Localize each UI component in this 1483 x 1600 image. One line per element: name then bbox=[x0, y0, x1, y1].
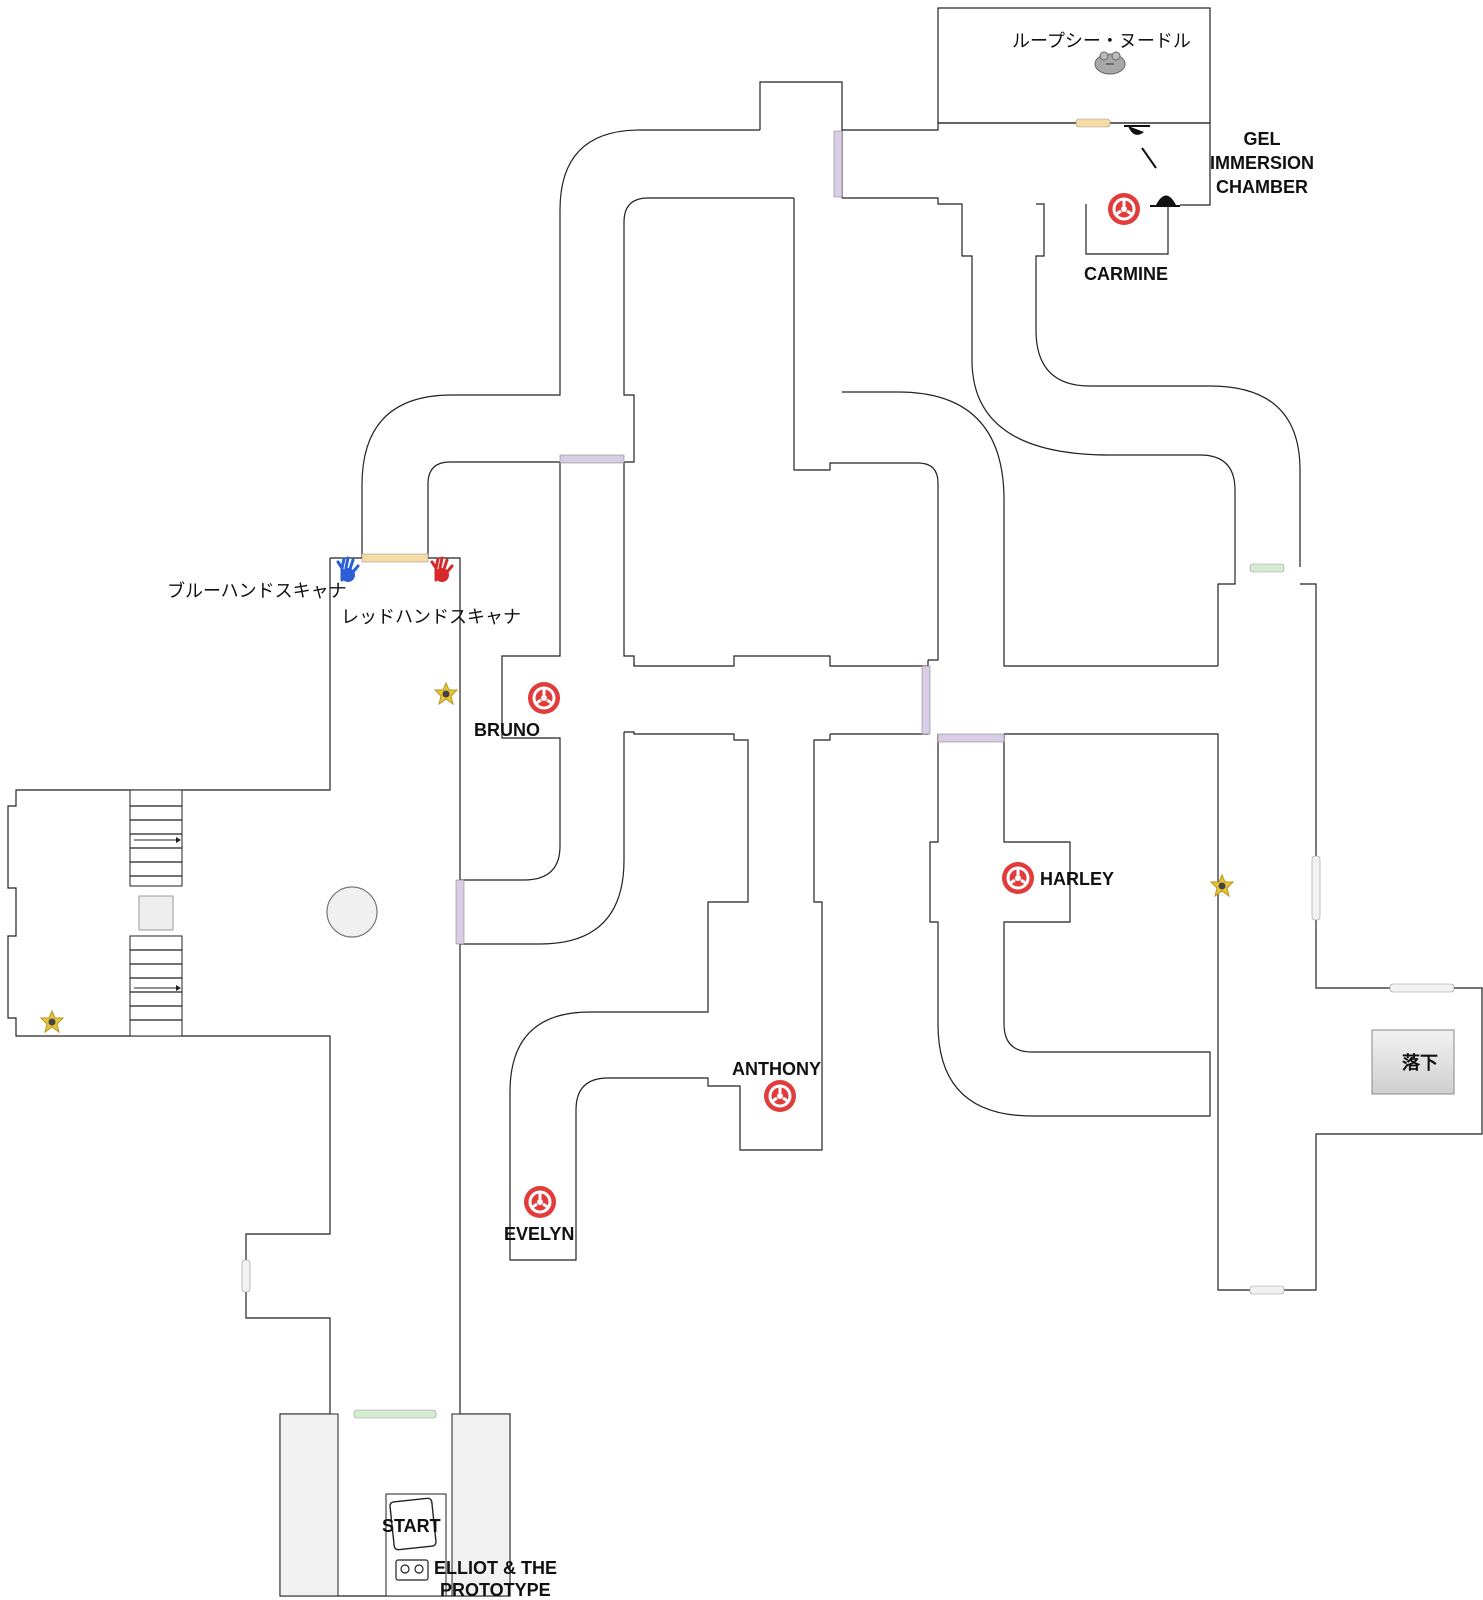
walls bbox=[7, 7, 1483, 1597]
harley-label: HARLEY bbox=[1040, 869, 1114, 889]
stairs bbox=[129, 789, 378, 1037]
enemy-icon-evelyn bbox=[522, 1184, 558, 1220]
carmine-label: CARMINE bbox=[1084, 264, 1168, 284]
elliot-label-1: ELLIOT & THE bbox=[434, 1558, 557, 1578]
star-icon bbox=[40, 1010, 64, 1033]
doors bbox=[241, 118, 1455, 1419]
gel-label-2: IMMERSION bbox=[1210, 153, 1314, 173]
enemy-icon-bruno bbox=[526, 680, 562, 716]
red-hand-icon bbox=[430, 556, 454, 582]
enemy-icon-harley bbox=[1000, 860, 1036, 896]
frog-icon bbox=[1094, 51, 1126, 75]
blue-scanner-label: ブルーハンドスキャナ bbox=[167, 580, 347, 602]
cassette-icon bbox=[395, 1559, 429, 1581]
anthony-label: ANTHONY bbox=[732, 1059, 821, 1079]
bruno-label: BRUNO bbox=[474, 720, 540, 740]
fall-box bbox=[1371, 1029, 1455, 1095]
camera-icon bbox=[1124, 125, 1180, 207]
evelyn-label: EVELYN bbox=[504, 1224, 574, 1244]
elliot-label-2: PROTOTYPE bbox=[440, 1580, 551, 1600]
fall-label: 落下 bbox=[1402, 1053, 1438, 1073]
gel-label-1: GEL bbox=[1243, 129, 1280, 149]
start-room bbox=[279, 1413, 511, 1597]
star-icon bbox=[1210, 874, 1234, 897]
blue-hand-icon bbox=[336, 556, 360, 582]
gel-label-3: CHAMBER bbox=[1216, 177, 1308, 197]
start-label: START bbox=[382, 1516, 441, 1536]
red-scanner-label: レッドハンドスキャナ bbox=[341, 607, 521, 628]
enemy-icon-anthony bbox=[762, 1078, 798, 1114]
enemy-icon-carmine bbox=[1106, 191, 1142, 227]
loopsy-label: ループシー・ヌードル bbox=[1012, 31, 1191, 52]
star-icon bbox=[434, 682, 458, 705]
